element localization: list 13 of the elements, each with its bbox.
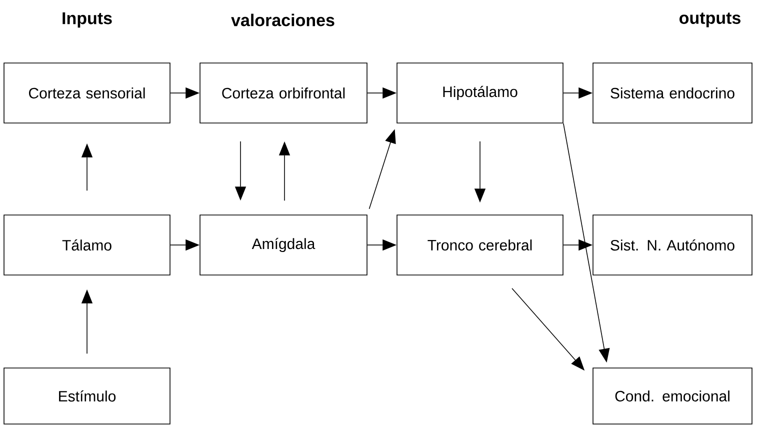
process-box: Corteza sensorial: [4, 62, 170, 124]
process-box: Cond. emocional: [592, 368, 752, 424]
column-heading: valoraciones: [231, 14, 334, 26]
process-box: Amígdala: [200, 214, 368, 276]
column-heading: outputs: [680, 12, 740, 28]
column-heading: Inputs: [62, 12, 112, 28]
process-box: Estímulo: [4, 368, 170, 424]
process-box: Tálamo: [4, 214, 170, 276]
process-box: Corteza orbifrontal: [200, 62, 368, 124]
process-box: Hipotálamo: [396, 62, 564, 124]
process-box: Tronco cerebral: [396, 214, 564, 276]
process-box: Sistema endocrino: [592, 62, 752, 124]
process-box: Sist. N. Autónomo: [592, 214, 752, 276]
